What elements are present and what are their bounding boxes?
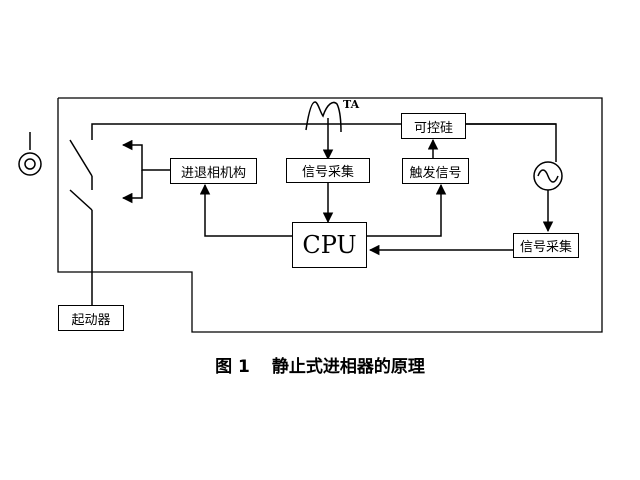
scr-label: 可控硅 <box>413 120 453 136</box>
signal-acquisition-upper-label: 信号采集 <box>301 165 354 180</box>
cpu-box: CPU <box>292 222 367 268</box>
outer-frame-line <box>57 97 603 333</box>
figure-caption: 图 1 静止式进相器的原理 <box>0 352 640 377</box>
motor-symbol <box>18 132 42 176</box>
cpu-to-trigger-arrow <box>367 183 447 237</box>
switch-blade-lower <box>69 189 93 211</box>
signal-acquisition-upper-box: 信号采集 <box>286 158 370 183</box>
trigger-signal-label: 触发信号 <box>409 165 462 181</box>
figure-number: 图 1 <box>215 357 250 377</box>
ac-source-symbol <box>533 161 563 191</box>
figure-title: 静止式进相器的原理 <box>271 357 425 377</box>
switch-blade-upper <box>69 139 93 177</box>
starter-label: 起动器 <box>71 312 111 328</box>
starter-box: 起动器 <box>58 305 124 331</box>
signal-acquisition-lower-box: 信号采集 <box>513 233 579 258</box>
signal-acquisition-lower-label: 信号采集 <box>519 240 572 255</box>
cpu-to-mechanism-arrow <box>199 183 292 237</box>
advance-retract-mechanism-label: 进退相机构 <box>180 165 246 181</box>
mechanism-feed-line-lower <box>121 170 143 204</box>
mechanism-feed-line <box>121 139 170 171</box>
ta-waveform <box>305 101 342 133</box>
cpu-label: CPU <box>302 231 357 259</box>
scr-box: 可控硅 <box>401 113 466 139</box>
trigger-signal-box: 触发信号 <box>402 158 469 184</box>
ta-label: TA <box>343 98 360 111</box>
advance-retract-mechanism-box: 进退相机构 <box>170 158 257 184</box>
main-power-line <box>91 123 557 162</box>
